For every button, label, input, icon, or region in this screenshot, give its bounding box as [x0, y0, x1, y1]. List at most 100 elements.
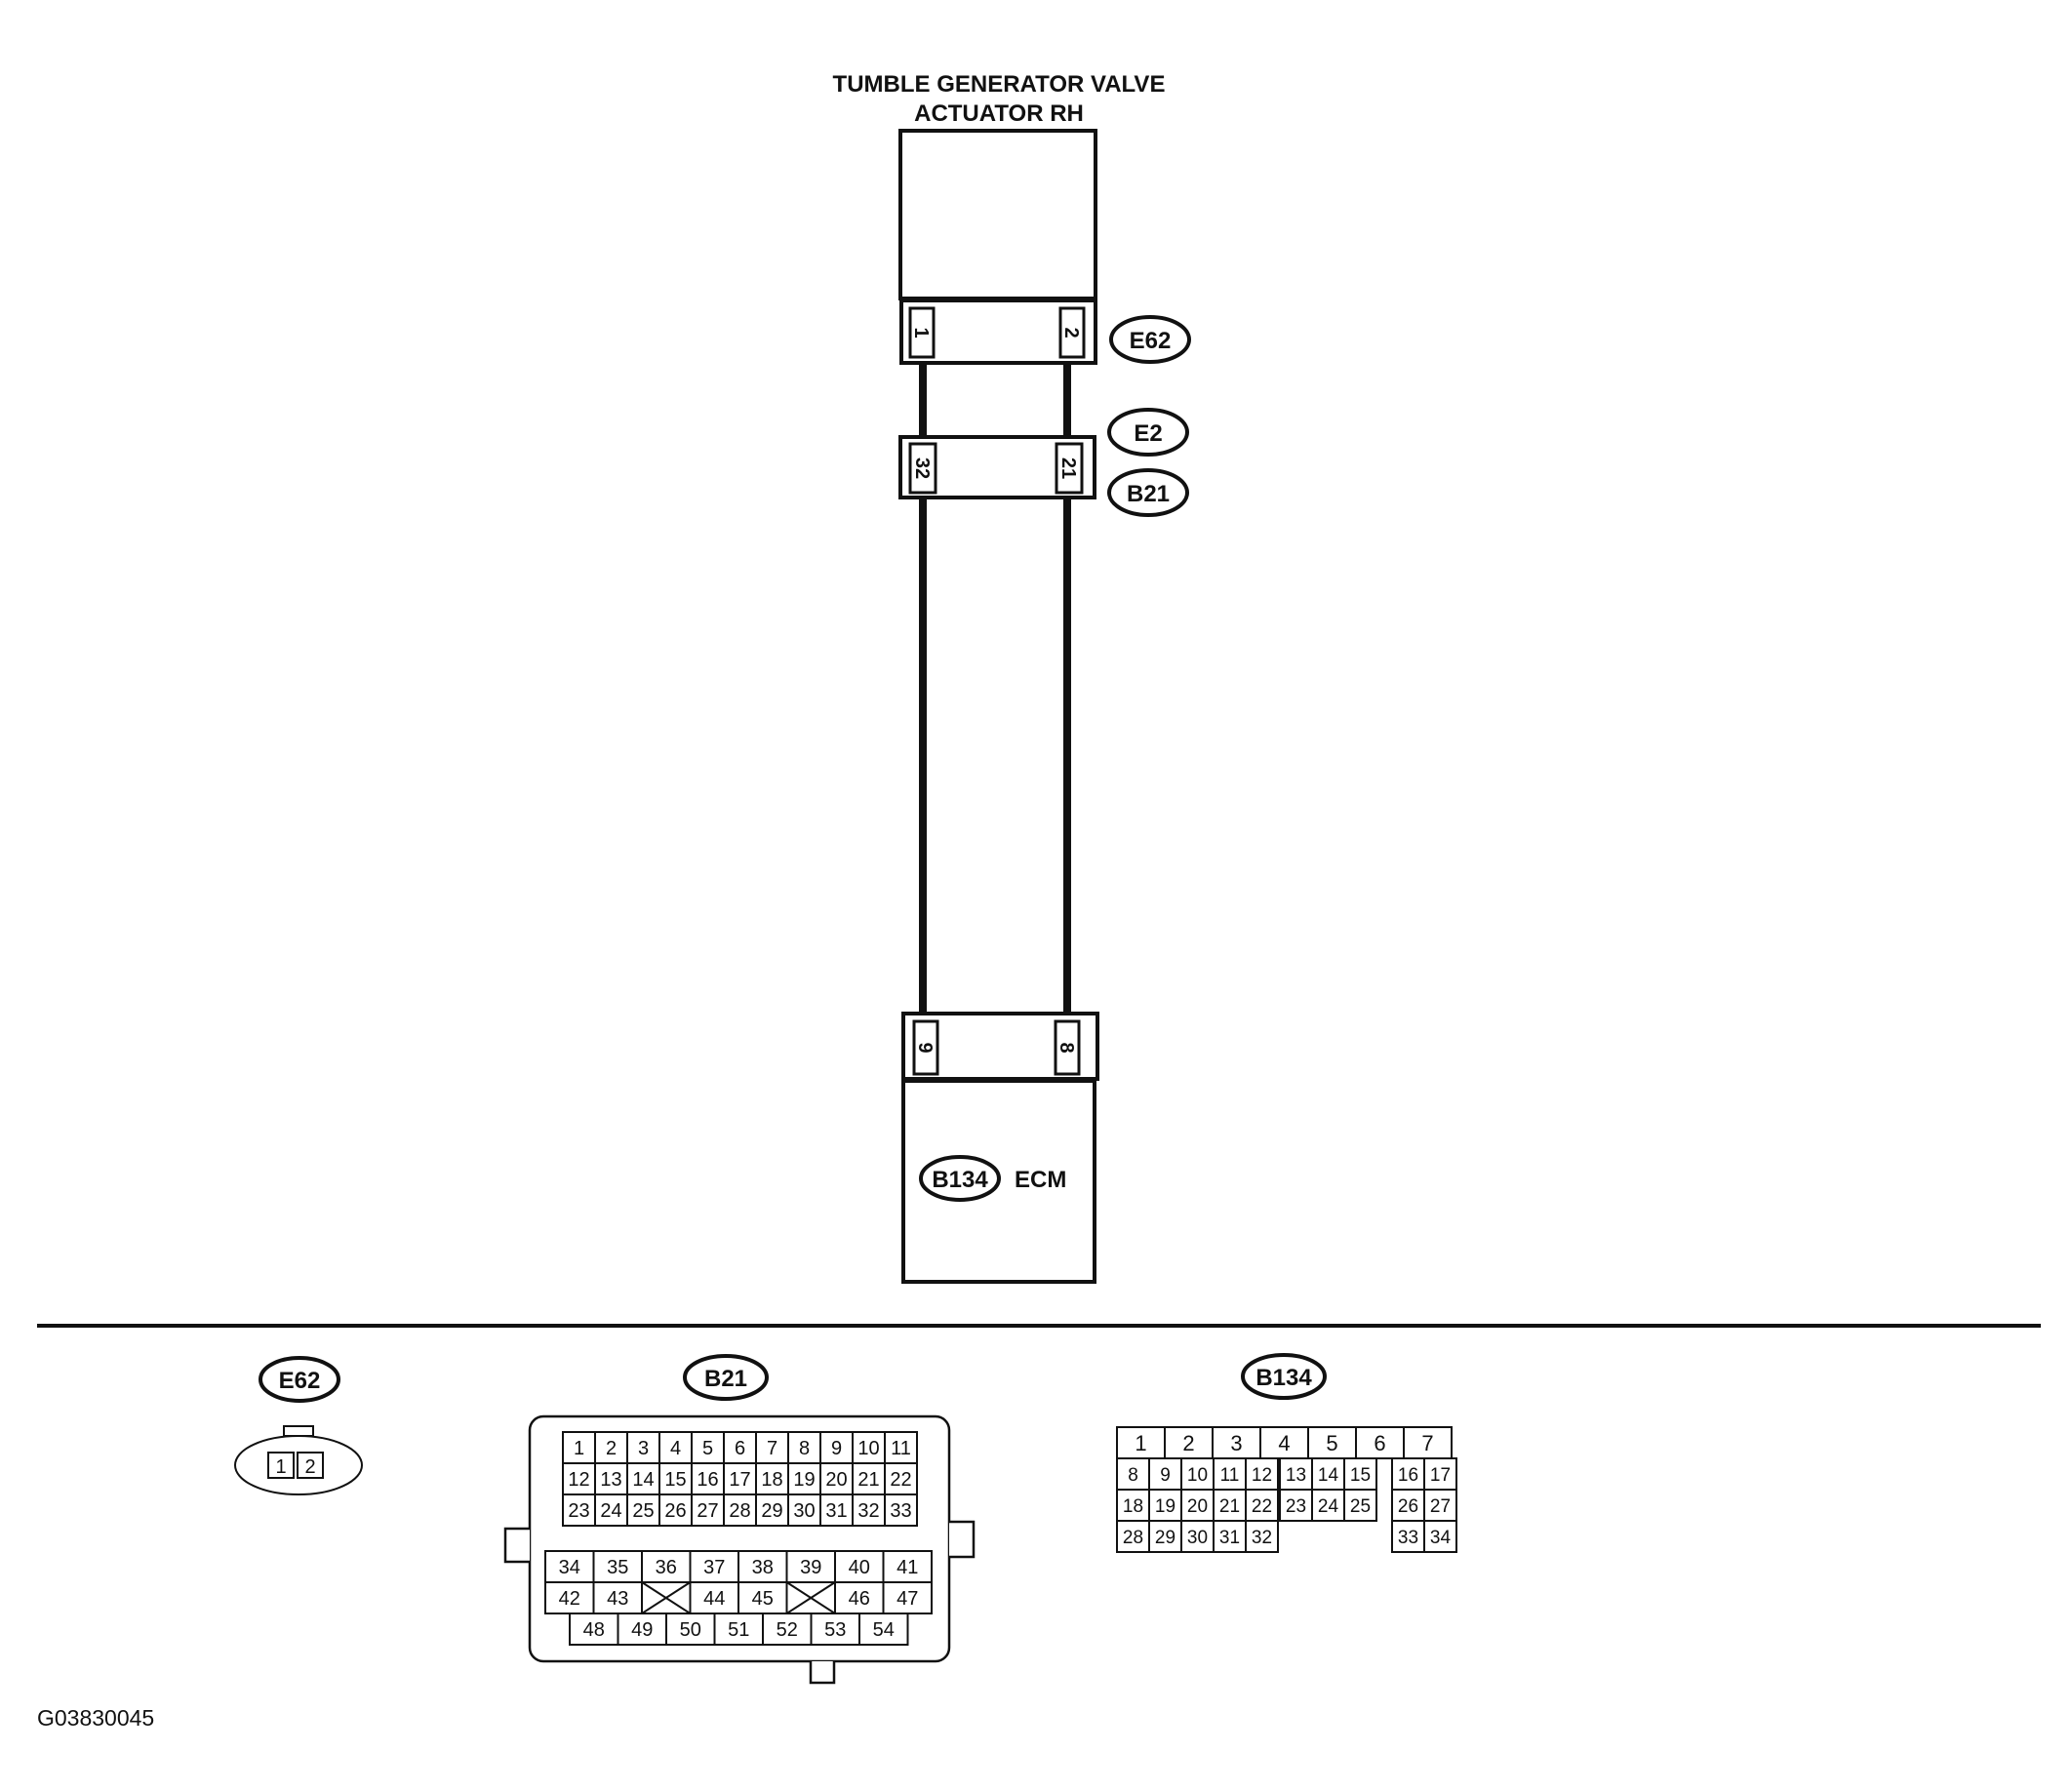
pin-number: 34	[559, 1557, 580, 1578]
pin-number: 45	[752, 1588, 774, 1610]
pin-number: 41	[897, 1557, 918, 1578]
pin-number: 44	[703, 1588, 725, 1610]
pin-cell: 25	[1343, 1489, 1377, 1522]
connector-view-e62: 1 2	[234, 1425, 363, 1495]
pin-cell: 22	[884, 1462, 918, 1495]
tag-b21-text: B21	[1127, 481, 1170, 507]
pin-cell: 26	[1391, 1489, 1425, 1522]
pin-cell: 24	[594, 1493, 628, 1527]
pin-cell: 36	[641, 1550, 692, 1583]
ecm-label: ECM	[1015, 1167, 1066, 1193]
pin-number: 10	[857, 1438, 879, 1459]
pin-number: 19	[1155, 1496, 1175, 1517]
pin-number: 4	[670, 1438, 681, 1459]
pin-number: 54	[873, 1619, 895, 1641]
pin-number: 15	[664, 1469, 686, 1491]
pin-number: 37	[703, 1557, 725, 1578]
pin-cell: 22	[1245, 1489, 1279, 1522]
pin-number: 10	[1187, 1465, 1208, 1486]
pin-cell: 20	[1180, 1489, 1215, 1522]
ecm-body	[901, 1079, 1096, 1284]
pin-number: 28	[1123, 1528, 1143, 1548]
pin-cell: 27	[691, 1493, 725, 1527]
pin-b21-right: 21	[1057, 458, 1079, 479]
connector-e2-b21-inline: 32 21	[898, 435, 1096, 499]
pin-cell: 7	[755, 1431, 789, 1464]
pin-cell: 14	[1311, 1457, 1345, 1491]
pin-cell: 14	[626, 1462, 660, 1495]
pin-e62-right: 2	[1060, 327, 1082, 338]
pin-cell: 33	[1391, 1520, 1425, 1553]
view-e62-pin-1: 1	[275, 1456, 286, 1478]
pin-number: 36	[656, 1557, 677, 1578]
pin-number: 32	[857, 1500, 879, 1522]
pin-number: 15	[1350, 1465, 1371, 1486]
pin-cell: 21	[1213, 1489, 1247, 1522]
pin-cell: 44	[689, 1581, 739, 1614]
pin-cell: 29	[755, 1493, 789, 1527]
pin-cell: 5	[1307, 1426, 1357, 1459]
pin-number: 27	[697, 1500, 718, 1522]
pin-number: 33	[890, 1500, 911, 1522]
pin-number: 26	[1398, 1496, 1418, 1517]
pin-b21-left-box	[908, 442, 937, 495]
pin-cell: 13	[1279, 1457, 1313, 1491]
pin-cell: 48	[569, 1613, 619, 1646]
pin-number: 14	[632, 1469, 654, 1491]
pin-cell: 40	[834, 1550, 885, 1583]
pin-number: 13	[1286, 1465, 1306, 1486]
pin-cell-blank	[785, 1581, 836, 1614]
b21-right-latch	[949, 1520, 976, 1559]
pin-cell: 10	[852, 1431, 886, 1464]
pin-cell: 33	[884, 1493, 918, 1527]
pin-cell: 54	[858, 1613, 909, 1646]
pin-cell: 11	[1213, 1457, 1247, 1491]
pin-number: 24	[600, 1500, 621, 1522]
pin-number: 35	[607, 1557, 628, 1578]
pin-cell: 10	[1180, 1457, 1215, 1491]
pin-number: 46	[849, 1588, 870, 1610]
pin-cell: 43	[592, 1581, 643, 1614]
pin-number: 47	[897, 1588, 918, 1610]
b21-key	[809, 1661, 836, 1685]
pin-cell: 32	[1245, 1520, 1279, 1553]
pin-number: 12	[568, 1469, 589, 1491]
pin-number: 14	[1318, 1465, 1339, 1486]
actuator-body	[898, 129, 1097, 300]
pin-cell: 16	[691, 1462, 725, 1495]
tag-b134-ecm-text: B134	[932, 1167, 988, 1193]
pin-cell: 23	[1279, 1489, 1313, 1522]
pin-number: 30	[793, 1500, 815, 1522]
pin-number: 43	[607, 1588, 628, 1610]
tag-e62-text: E62	[1130, 328, 1172, 354]
pin-cell: 28	[723, 1493, 757, 1527]
pin-cell: 51	[713, 1613, 764, 1646]
pin-number: 22	[1252, 1496, 1272, 1517]
connector-tag-e62: E62	[1109, 315, 1191, 364]
pin-cell: 49	[617, 1613, 667, 1646]
pin-cell: 19	[1148, 1489, 1182, 1522]
pin-e62-left: 1	[910, 327, 932, 338]
pin-cell: 50	[665, 1613, 716, 1646]
b21-left-latch	[503, 1527, 530, 1564]
pin-cell: 34	[544, 1550, 595, 1583]
pin-b134-right: 8	[1056, 1042, 1077, 1053]
pin-number: 11	[891, 1438, 911, 1459]
pin-cell: 12	[562, 1462, 596, 1495]
pin-e62-right-box	[1058, 306, 1086, 359]
pin-number: 9	[1160, 1465, 1171, 1486]
pin-number: 21	[1219, 1496, 1240, 1517]
pin-number: 38	[752, 1557, 774, 1578]
pin-cell: 12	[1245, 1457, 1279, 1491]
pin-number: 9	[831, 1438, 842, 1459]
pin-number: 11	[1220, 1465, 1240, 1486]
pin-number: 3	[1230, 1431, 1242, 1455]
actuator-title-line1: TUMBLE GENERATOR VALVE	[833, 71, 1166, 98]
pin-number: 12	[1252, 1465, 1272, 1486]
pin-number: 6	[735, 1438, 745, 1459]
pin-cell: 19	[787, 1462, 821, 1495]
pin-cell: 13	[594, 1462, 628, 1495]
